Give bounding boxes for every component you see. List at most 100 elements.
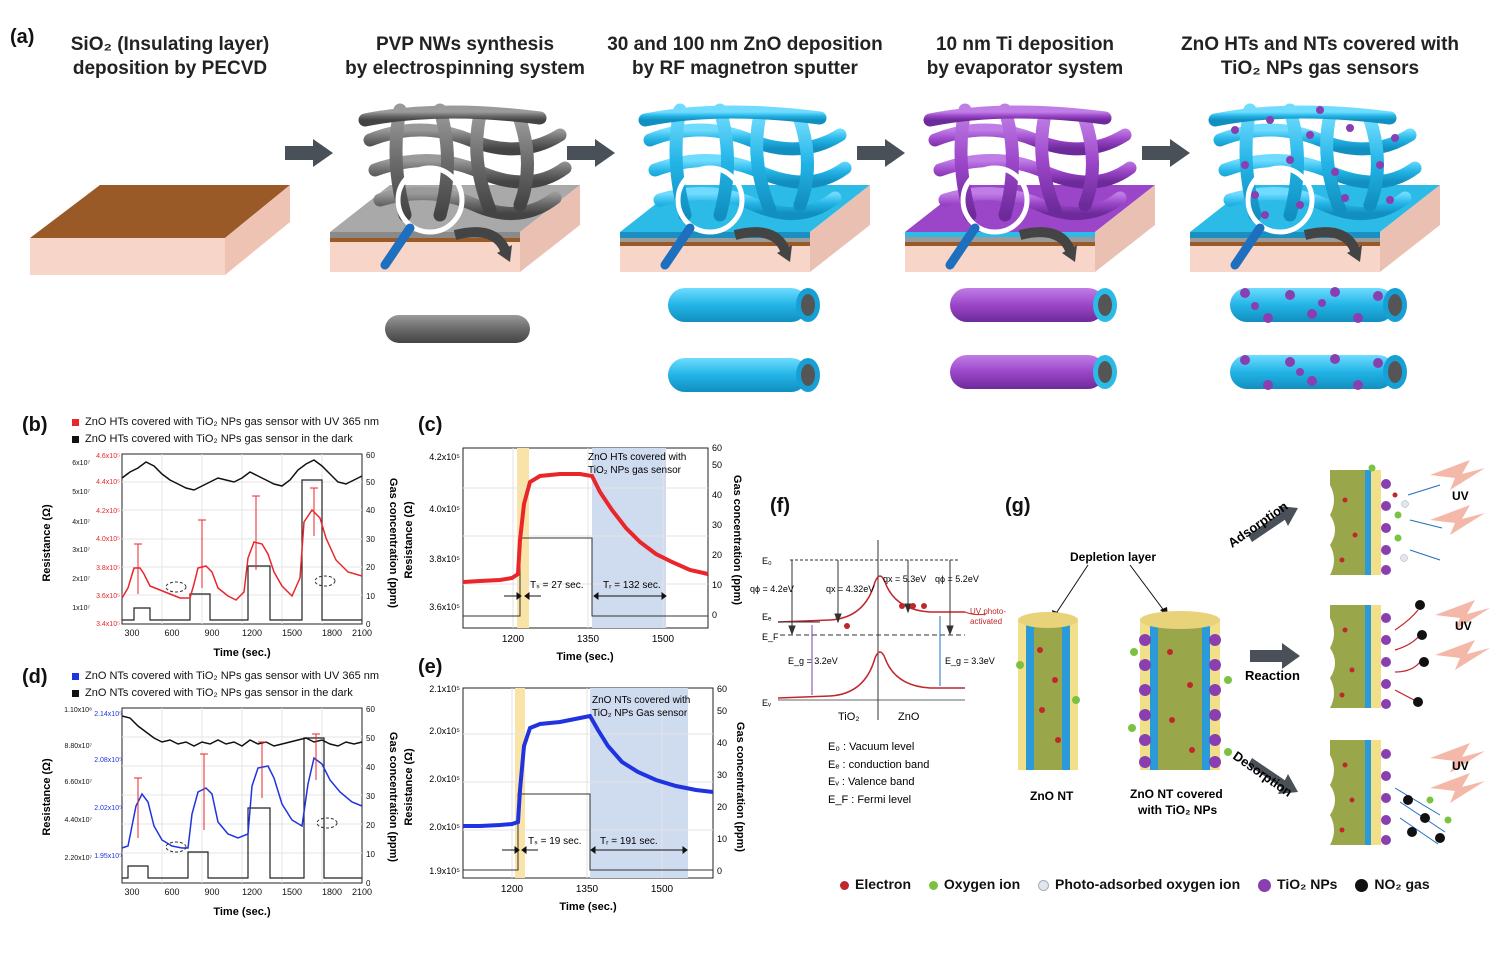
substrate-step3 (620, 103, 870, 392)
panel-c-chart: Tₛ = 27 sec. Tᵣ = 132 sec. ZnO HTs cover… (403, 443, 743, 663)
panel-b-chart: 300 600 900 1200 1500 1800 2100 Time (se… (41, 451, 399, 659)
tio2-affinity: qx = 4.32eV (826, 584, 874, 594)
y-tick: 0 (366, 620, 371, 629)
pvp-nanowire-rod (385, 315, 530, 343)
step5-line1: ZnO HTs and NTs covered with (1181, 34, 1459, 55)
y-tick: 2.0x10⁵ (429, 774, 460, 784)
y-tick: 10 (712, 580, 722, 590)
y-left-black-ticks: 1x10⁷ 2x10⁷ 3x10⁷ 4x10⁷ 5x10⁷ 6x10⁷ (72, 460, 90, 612)
response-time-label: Tₛ = 27 sec. (530, 580, 583, 591)
legend-marker-blue (72, 672, 79, 680)
y-right-axis-label: Gas concentration (ppm) (387, 732, 399, 863)
y-right-axis-label: Gas concentration (ppm) (731, 475, 743, 606)
y-tick: 50 (712, 460, 722, 470)
legend-label: Oxygen ion (943, 876, 1021, 892)
panel-d-legend-dark: ZnO NTs covered with TiO₂ NPs gas sensor… (72, 687, 353, 699)
y-tick: 60 (366, 451, 375, 460)
x-tick: 600 (164, 887, 179, 897)
x-tick: 1200 (242, 628, 262, 638)
x-tick: 1500 (282, 628, 302, 638)
x-tick-labels: 300 600 900 1200 1500 1800 2100 (124, 628, 372, 638)
tio2-workfunction: qϕ = 4.2eV (750, 584, 794, 594)
y-tick: 10 (717, 834, 727, 844)
y-left-red-ticks: 3.4x10⁵ 3.6x10⁵ 3.8x10⁵ 4.0x10⁵ 4.2x10⁵ … (96, 453, 120, 628)
panel-a-illustration (30, 103, 1440, 392)
tio2-bandgap: E_g = 3.2eV (788, 656, 838, 666)
step5-line2: TiO₂ NPs gas sensors (1220, 58, 1420, 79)
y-tick: 2.20x10⁷ (65, 855, 93, 862)
y-tick: 0 (366, 879, 371, 888)
y-tick: 1.95x10⁵ (94, 853, 122, 860)
substrate-step2 (330, 103, 580, 343)
x-tick: 1200 (501, 884, 524, 895)
zno-rod-hollow-bottom (668, 358, 820, 392)
gas-pulse (463, 793, 713, 871)
x-tick: 1500 (282, 887, 302, 897)
y-tick: 1x10⁷ (72, 605, 90, 612)
panel-b-legend-dark: ZnO HTs covered with TiO₂ NPs gas sensor… (72, 433, 353, 445)
resistance-curve (462, 472, 709, 584)
y-tick: 2.14x10⁵ (94, 711, 122, 718)
tio2-decorated-rod-bottom (1230, 354, 1407, 390)
legend-oxygen-ion: Oxygen ion (928, 876, 1021, 892)
y-left-axis-label: Resistance (Ω) (403, 501, 415, 579)
legend-text: ZnO NTs covered with TiO₂ NPs gas sensor… (85, 687, 353, 699)
y-left-axis-label: Resistance (Ω) (41, 758, 53, 836)
x-tick: 2100 (352, 887, 372, 897)
uv-label-adsorption: UV (1452, 489, 1469, 503)
legend-tio2: TiO₂ NPs (1258, 876, 1337, 892)
uv-resistance-curve (121, 756, 363, 849)
depletion-layer-label: Depletion layer (1070, 550, 1156, 564)
process-arrow-1 (285, 139, 333, 167)
y-tick: 3x10⁷ (72, 547, 90, 554)
y-tick: 50 (366, 734, 375, 743)
recovery-time-band (592, 448, 666, 628)
chart-annotation-line1: ZnO NTs covered with (592, 695, 690, 706)
legend-label: Photo-adsorbed oxygen ion (1055, 876, 1241, 892)
photo-oxygen-icon (1038, 879, 1050, 891)
x-tick: 900 (204, 887, 219, 897)
uv-label-reaction: UV (1455, 619, 1472, 633)
uv-resistance-curve (121, 508, 363, 601)
x-tick: 2100 (352, 628, 372, 638)
y-tick: 2.08x10⁵ (94, 757, 122, 764)
uv-note-line2: activated (970, 617, 1002, 626)
y-tick: 50 (366, 478, 375, 487)
y-tick: 4.2x10⁵ (96, 508, 120, 515)
y-tick: 4x10⁷ (72, 519, 90, 526)
y-right-axis-label: Gas concentration (ppm) (387, 478, 399, 609)
panel-d-legend-uv: ZnO NTs covered with TiO₂ NPs gas sensor… (72, 670, 379, 682)
uv-label-desorption: UV (1452, 759, 1469, 773)
zno-nt-tube (1016, 612, 1080, 770)
y-tick: 6.60x10⁷ (65, 779, 93, 786)
panel-f-band-diagram: E₀ E_F Eₑ Eᵥ qϕ = 4.2eV qx = 4.32eV qx =… (750, 540, 1006, 806)
step3-line1: 30 and 100 nm ZnO deposition (607, 34, 883, 55)
zno-workfunction: qϕ = 5.2eV (935, 574, 979, 584)
step1-title: SiO₂ (Insulating layer) deposition by PE… (40, 33, 300, 81)
ec-label: Eₑ (762, 612, 772, 622)
legend-no2: NO₂ gas (1355, 876, 1430, 892)
step4-line2: by evaporator system (926, 58, 1124, 79)
step3-title: 30 and 100 nm ZnO deposition by RF magne… (590, 33, 900, 81)
dark-resistance-curve (121, 715, 363, 747)
reaction-arrow (1250, 643, 1300, 669)
x-tick: 300 (124, 628, 139, 638)
y-tick: 30 (366, 535, 375, 544)
resistance-curve (463, 713, 714, 828)
x-tick: 1350 (577, 634, 600, 645)
y-tick: 20 (712, 550, 722, 560)
y-tick: 4.2x10⁵ (429, 452, 460, 462)
tio2-np-icon (1258, 878, 1272, 892)
y-tick: 40 (366, 763, 375, 772)
gas-concentration-pulses (122, 479, 362, 621)
y-left-axis-label: Resistance (Ω) (41, 504, 53, 582)
bottom-legend: Electron Oxygen ion Photo-adsorbed oxyge… (840, 876, 1444, 892)
x-axis-label: Time (sec.) (213, 647, 271, 659)
x-tick: 1350 (576, 884, 599, 895)
y-tick: 3.8x10⁵ (429, 554, 460, 564)
y-tick: 40 (366, 506, 375, 515)
zno-region-label: ZnO (898, 711, 920, 723)
valence-band (777, 651, 965, 699)
axis-indicator-left (165, 581, 187, 593)
electron-icon (840, 880, 849, 890)
